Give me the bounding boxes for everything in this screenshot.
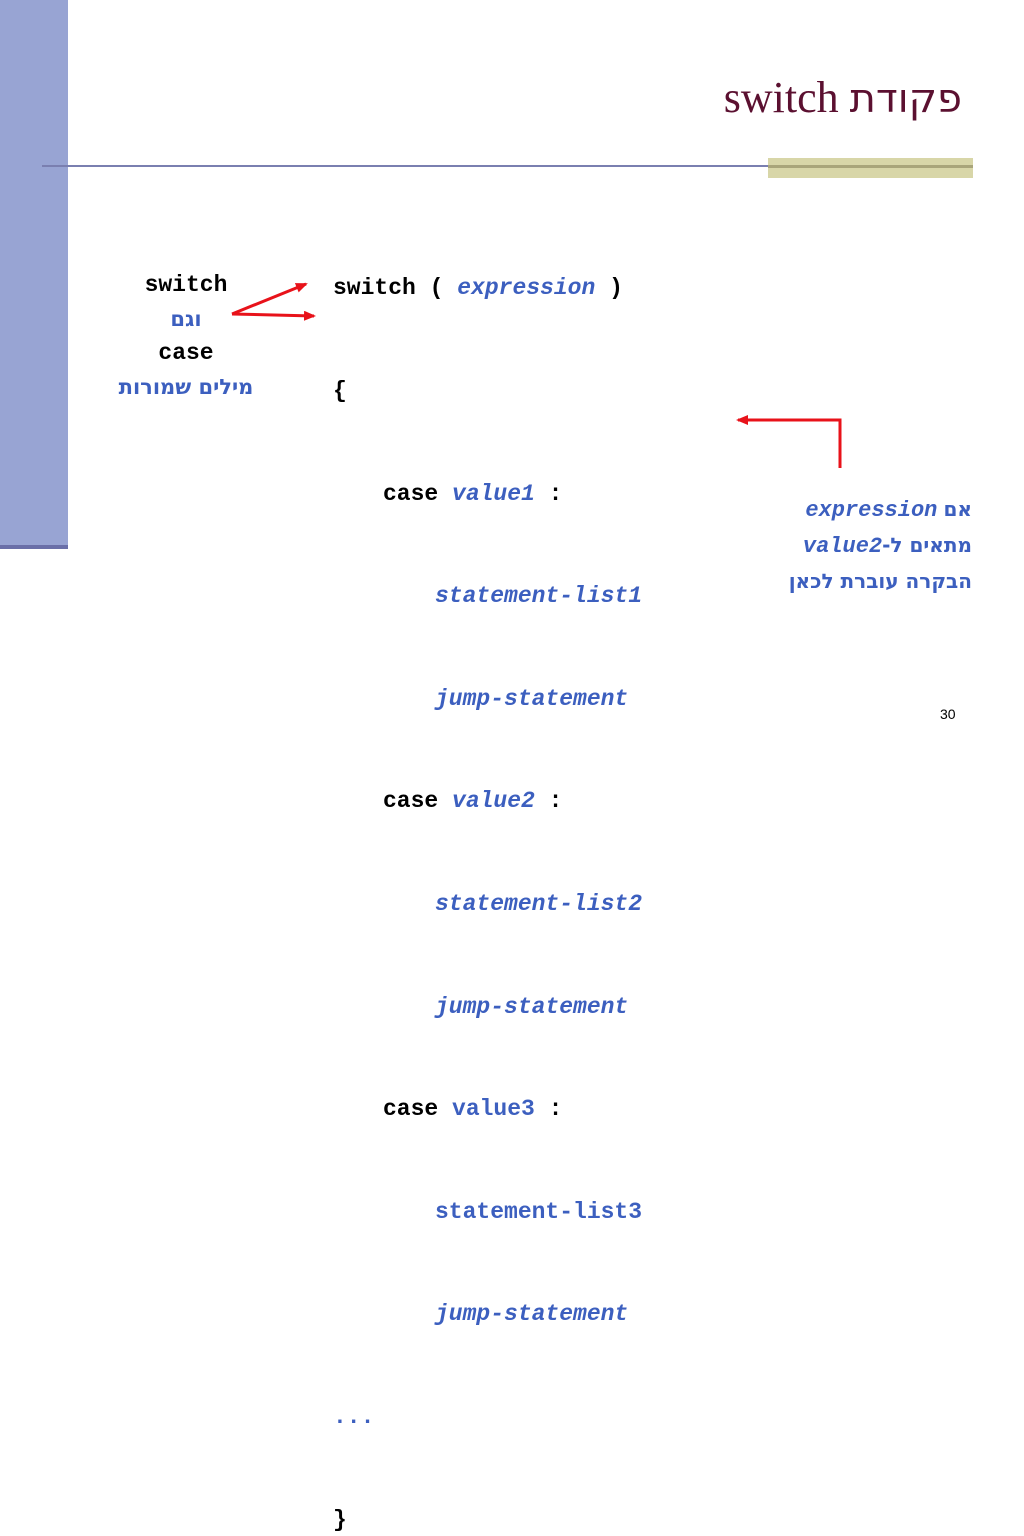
title-hebrew: פקודת [849,76,962,122]
slide-title: switch פקודת [300,72,962,123]
match-note: expression אם value2מתאים ל- הבקרה עוברת… [700,492,972,598]
code-case2-statements: statement-list2 [435,890,643,917]
annotation-arrows [231,282,842,468]
code-ellipsis: ... [333,1403,375,1430]
arrow-to-case [231,310,316,321]
arrow-to-switch [231,282,308,316]
code-case1-statements: statement-list1 [435,583,643,610]
code-case3: case value3 : [383,1096,563,1123]
code-expression: expression [457,275,596,302]
note-and: וגם [170,307,202,331]
code-case1-value: value1 [452,480,535,507]
match-note-if: אם [943,497,973,521]
code-case2-jump: jump-statement [435,993,629,1020]
left-decor-bar-edge [0,545,68,549]
match-note-control: הבקרה עוברת לכאן [788,569,972,593]
arrow-to-case2 [736,415,842,468]
match-note-matches: מתאים ל- [882,533,972,557]
code-close-brace: } [333,1506,347,1533]
title-keyword: switch [723,73,839,122]
title-rule [42,165,772,167]
code-line-switch: switch ( expression ) [333,275,623,302]
match-note-line2: value2מתאים ל- [700,528,972,564]
reserved-words-note: switch וגם case מילים שמורות [96,268,276,404]
note-reserved-words: מילים שמורות [118,375,254,399]
note-word-switch: switch [144,272,228,298]
code-case3-statements: statement-list3 [435,1198,643,1225]
title-rule-accent-line [768,165,973,168]
left-decor-bar [0,0,68,546]
code-case1: case value1 : [383,480,563,507]
code-case1-jump: jump-statement [435,685,629,712]
match-note-expression: expression [805,498,938,523]
page-number: 30 [940,706,956,722]
code-case3-jump: jump-statement [435,1301,629,1328]
code-open-brace: { [333,378,347,404]
match-note-line1: expression אם [700,492,972,528]
note-word-case: case [158,340,214,366]
code-case3-value: value3 [452,1096,535,1123]
code-case2-value: value2 [452,788,535,815]
code-case2: case value2 : [383,788,563,815]
match-note-value2: value2 [802,534,883,559]
title-rule-accent [768,158,973,178]
